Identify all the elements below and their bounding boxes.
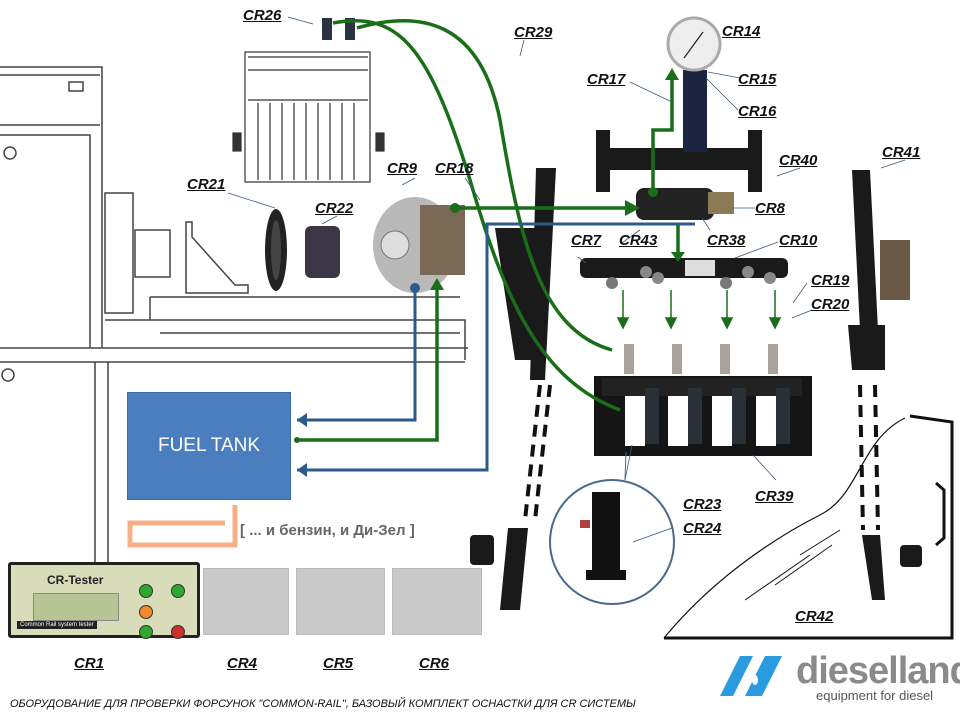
fuel-tank: FUEL TANK xyxy=(127,392,291,500)
up-button xyxy=(139,584,153,598)
tester-title: CR-Tester xyxy=(47,573,104,587)
label-cr8: CR8 xyxy=(755,200,786,217)
label-cr10: CR10 xyxy=(779,232,818,249)
label-cr9: CR9 xyxy=(387,160,418,177)
green-arrowheads xyxy=(294,68,685,443)
label-cr6: CR6 xyxy=(419,655,450,672)
label-cr39: CR39 xyxy=(755,488,794,505)
label-cr43: CR43 xyxy=(619,232,658,249)
label-cr40: CR40 xyxy=(779,152,818,169)
fuel-tank-label: FUEL TANK xyxy=(157,435,261,456)
label-cr17: CR17 xyxy=(587,71,626,88)
left-leg-dashes xyxy=(523,384,552,521)
label-cr5: CR5 xyxy=(323,655,354,672)
footer-caption: ОБОРУДОВАНИЕ ДЛЯ ПРОВЕРКИ ФОРСУНОК "COMM… xyxy=(10,698,636,710)
orange-bracket-decoration xyxy=(127,505,238,548)
injector-rack-drawing xyxy=(232,51,385,183)
cr14-gauge xyxy=(666,16,722,72)
leader-lines xyxy=(227,16,906,543)
enter-button xyxy=(171,584,185,598)
cr26-injectors xyxy=(322,18,355,40)
tester-subtitle: Common Rail system tester xyxy=(17,621,97,629)
blue-arrowheads xyxy=(297,283,420,477)
fuel-note: [ ... и бензин, и Ди-Зел ] xyxy=(240,522,415,539)
label-cr24: CR24 xyxy=(683,520,722,537)
label-cr1: CR1 xyxy=(74,655,105,672)
cr9-pump xyxy=(373,197,465,293)
dieselland-logo-mark xyxy=(720,656,782,696)
tester-screen xyxy=(33,593,119,621)
left-leg xyxy=(470,168,556,610)
cr-tester-device: CR-Tester Common Rail system tester xyxy=(8,562,200,639)
cr23-inset xyxy=(549,451,675,605)
green-fuel-lines xyxy=(297,18,680,442)
label-cr21: CR21 xyxy=(187,176,226,193)
dieselland-logo-text: dieselland xyxy=(796,650,960,692)
test-bench-outline xyxy=(0,66,468,600)
cr42-tray xyxy=(663,414,954,640)
label-cr18: CR18 xyxy=(435,160,474,177)
label-cr29: CR29 xyxy=(514,24,553,41)
distribution-arrows xyxy=(616,290,782,330)
label-cr38: CR38 xyxy=(707,232,746,249)
label-cr19: CR19 xyxy=(811,272,850,289)
label-cr15: CR15 xyxy=(738,71,777,88)
cr4-cable-photo xyxy=(203,568,289,635)
label-cr7: CR7 xyxy=(571,232,602,249)
cr40-bracket xyxy=(596,70,762,192)
down-button xyxy=(139,625,153,639)
label-cr22: CR22 xyxy=(315,200,354,217)
cr39-rack xyxy=(594,376,812,456)
time-button xyxy=(139,605,153,619)
test-injectors xyxy=(624,344,778,374)
stop-button xyxy=(171,625,185,639)
blue-return-lines xyxy=(297,222,695,472)
label-cr42: CR42 xyxy=(795,608,834,625)
label-cr26: CR26 xyxy=(243,7,282,24)
label-cr20: CR20 xyxy=(811,296,850,313)
right-leg-dashes xyxy=(858,384,880,531)
label-cr14: CR14 xyxy=(722,23,761,40)
label-cr41: CR41 xyxy=(882,144,921,161)
cr41-right-leg xyxy=(848,170,922,600)
cr10-rail xyxy=(580,258,788,289)
label-cr23: CR23 xyxy=(683,496,722,513)
cr22-coupling xyxy=(305,226,340,278)
dieselland-tagline: equipment for diesel xyxy=(816,688,934,703)
label-cr4: CR4 xyxy=(227,655,258,672)
cr6-cable-photo xyxy=(392,568,482,635)
cr5-cable-photo xyxy=(296,568,385,635)
label-cr16: CR16 xyxy=(738,103,777,120)
